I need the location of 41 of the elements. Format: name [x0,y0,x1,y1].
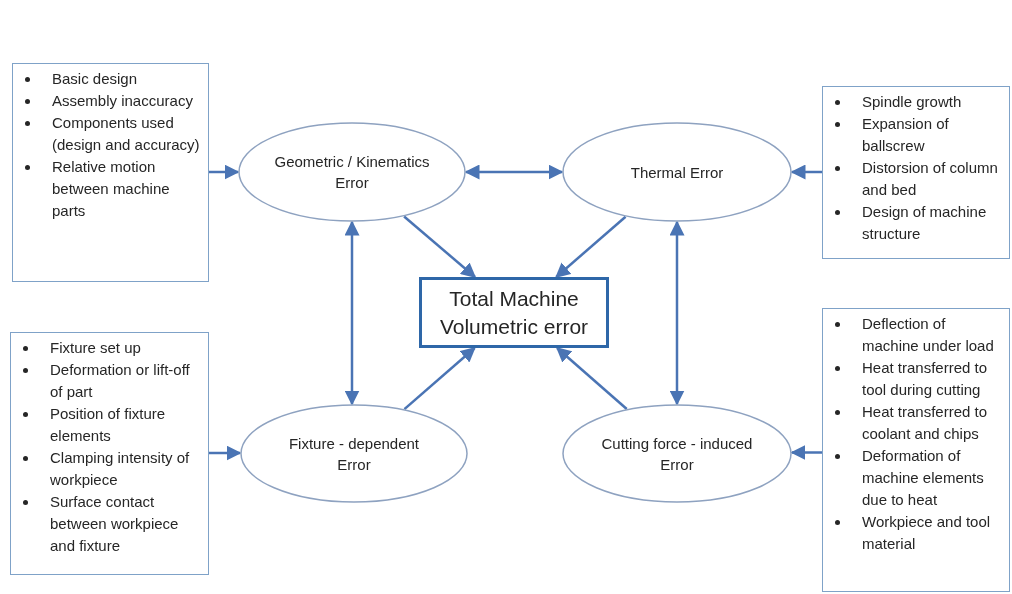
list-item: Expansion of ballscrew [862,114,950,156]
arrow [403,347,476,411]
arrow [555,215,627,278]
node-label: Geometric / Kinematics Error [273,152,431,193]
list-item: Basic design [52,69,138,89]
list-item: Fixture set up [50,338,141,358]
error-ellipse [562,122,792,222]
list-item: Deflection of machine under load [862,314,995,356]
error-ellipse [238,122,466,222]
error-ellipse [562,404,792,503]
node-label: Thermal Error [630,162,724,183]
result-box [419,277,609,348]
list-item: Deformation or lift-off of part [50,360,191,402]
arrow [790,444,822,460]
node-label: Fixture - dependent Error [287,433,421,475]
list-box [822,308,1010,592]
list-item: Spindle growth [862,92,962,112]
list-item: Heat transferred to coolant and chips [862,402,989,444]
arrow [209,445,242,461]
list-item: Distorsion of column and bed [862,158,999,200]
list-box [822,86,1010,259]
list-item: Surface contact between workpiece and fixture [50,492,180,556]
list-item: Position of fixture elements [50,404,167,446]
list-item: Heat transferred to tool during cutting [862,358,989,400]
list-item: Design of machine structure [862,202,988,244]
list-item: Deformation of machine elements due to heat [862,446,985,510]
list-item: Relative motion between machine parts [52,157,171,221]
node-label: Total Machine Volumetric error [438,285,590,340]
list-item: Components used (design and accuracy) [52,113,201,155]
node-label: Cutting force - induced Error [600,433,754,475]
arrow [209,164,240,180]
list-box [10,332,209,575]
list-item: Assembly inaccuracy [52,91,193,111]
list-item: Workpiece and tool material [862,512,992,554]
arrow [344,220,360,406]
error-ellipse [240,404,468,503]
list-item: Clamping intensity of workpiece [50,448,191,490]
list-box [12,63,209,282]
arrow [403,215,477,278]
arrow [556,347,628,410]
arrow [669,220,685,406]
